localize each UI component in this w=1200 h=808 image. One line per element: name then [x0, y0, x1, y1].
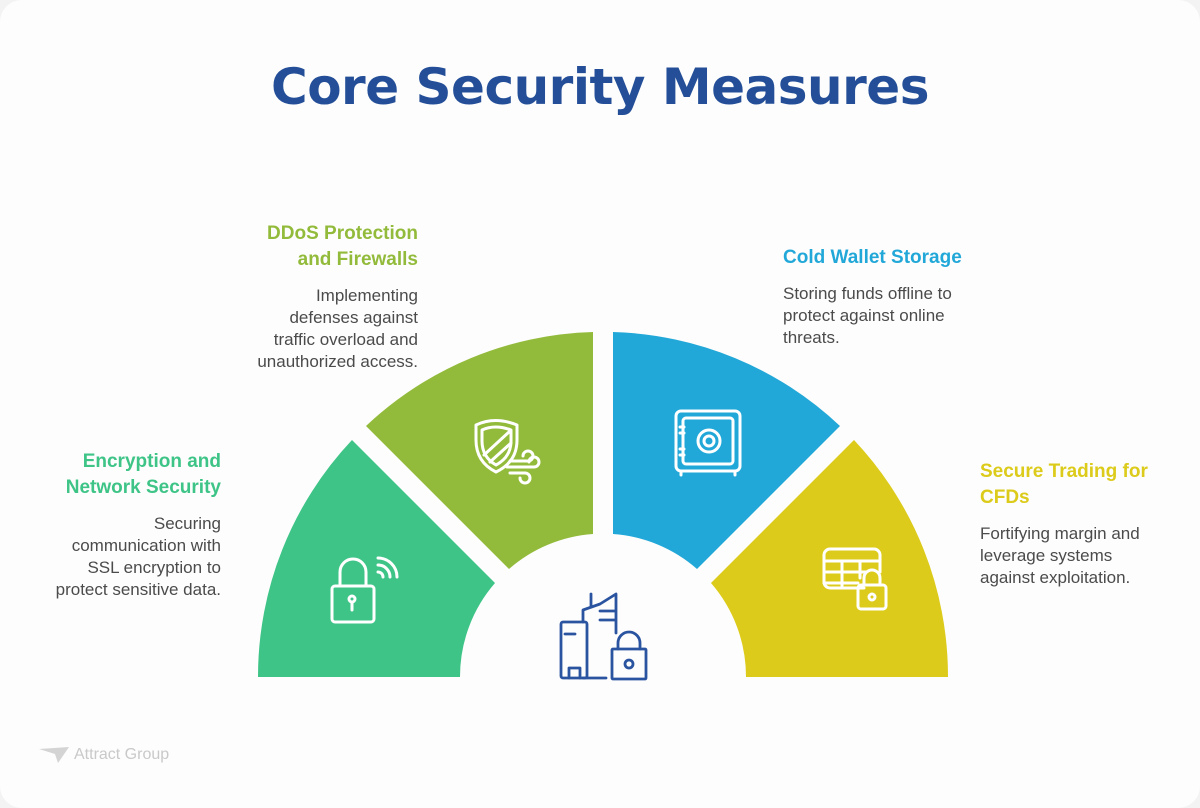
buildings-lock-icon [559, 592, 648, 681]
encryption-description: Securing communication with SSL encrypti… [55, 514, 221, 599]
trading-title: Secure Trading for CFDs [980, 461, 1148, 508]
attract-group-logo: Attract Group [38, 745, 169, 765]
page-title: Core Security Measures [271, 58, 929, 116]
encryption-title: Encryption and Network Security [65, 451, 221, 498]
segment-encryption [257, 440, 495, 677]
segment-ddos [366, 332, 593, 569]
block-ddos: DDoS Protection and Firewalls Implementi… [228, 221, 418, 373]
safe-icon [674, 409, 742, 477]
segment-trading [711, 440, 949, 677]
lock-wifi-icon [330, 556, 399, 624]
trading-description: Fortifying margin and leverage systems a… [980, 524, 1140, 587]
ddos-description: Implementing defenses against traffic ov… [257, 286, 418, 371]
logo-text: Attract Group [74, 746, 170, 763]
segment-cold-wallet [613, 332, 840, 569]
block-cold-wallet: Cold Wallet Storage Storing funds offlin… [783, 245, 1003, 349]
table-lock-icon [822, 547, 888, 611]
cold-wallet-title: Cold Wallet Storage [783, 247, 962, 268]
cold-wallet-description: Storing funds offline to protect against… [783, 284, 952, 347]
shield-wind-icon [474, 419, 541, 485]
block-encryption: Encryption and Network Security Securing… [20, 449, 221, 601]
block-trading: Secure Trading for CFDs Fortifying margi… [980, 459, 1180, 589]
ddos-title: DDoS Protection and Firewalls [267, 223, 418, 270]
paper-plane-icon [39, 747, 69, 763]
